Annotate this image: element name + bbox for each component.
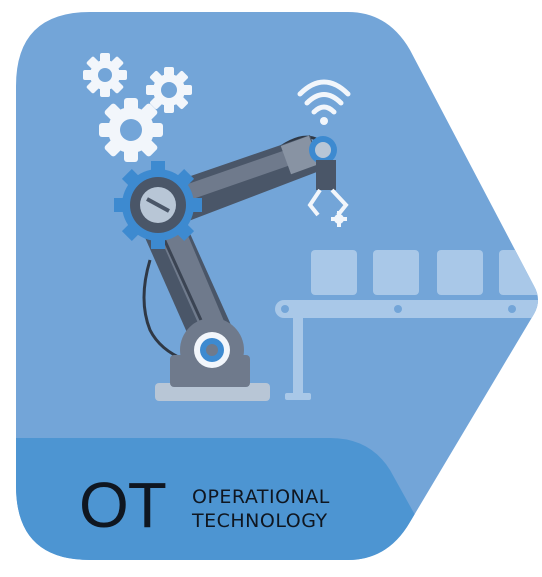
label-band bbox=[16, 438, 440, 560]
badge-title: OT bbox=[79, 469, 167, 541]
badge-subtitle-line1: OPERATIONAL bbox=[192, 486, 330, 508]
robot-arm-icon bbox=[114, 135, 349, 401]
wifi-icon bbox=[297, 79, 351, 115]
badge-subtitle: OPERATIONAL TECHNOLOGY bbox=[192, 485, 330, 533]
wifi-dot bbox=[320, 117, 328, 125]
gear-icon bbox=[146, 67, 192, 113]
gear-icon bbox=[83, 53, 127, 97]
gear-icon bbox=[99, 98, 163, 162]
badge-subtitle-line2: TECHNOLOGY bbox=[192, 510, 328, 532]
